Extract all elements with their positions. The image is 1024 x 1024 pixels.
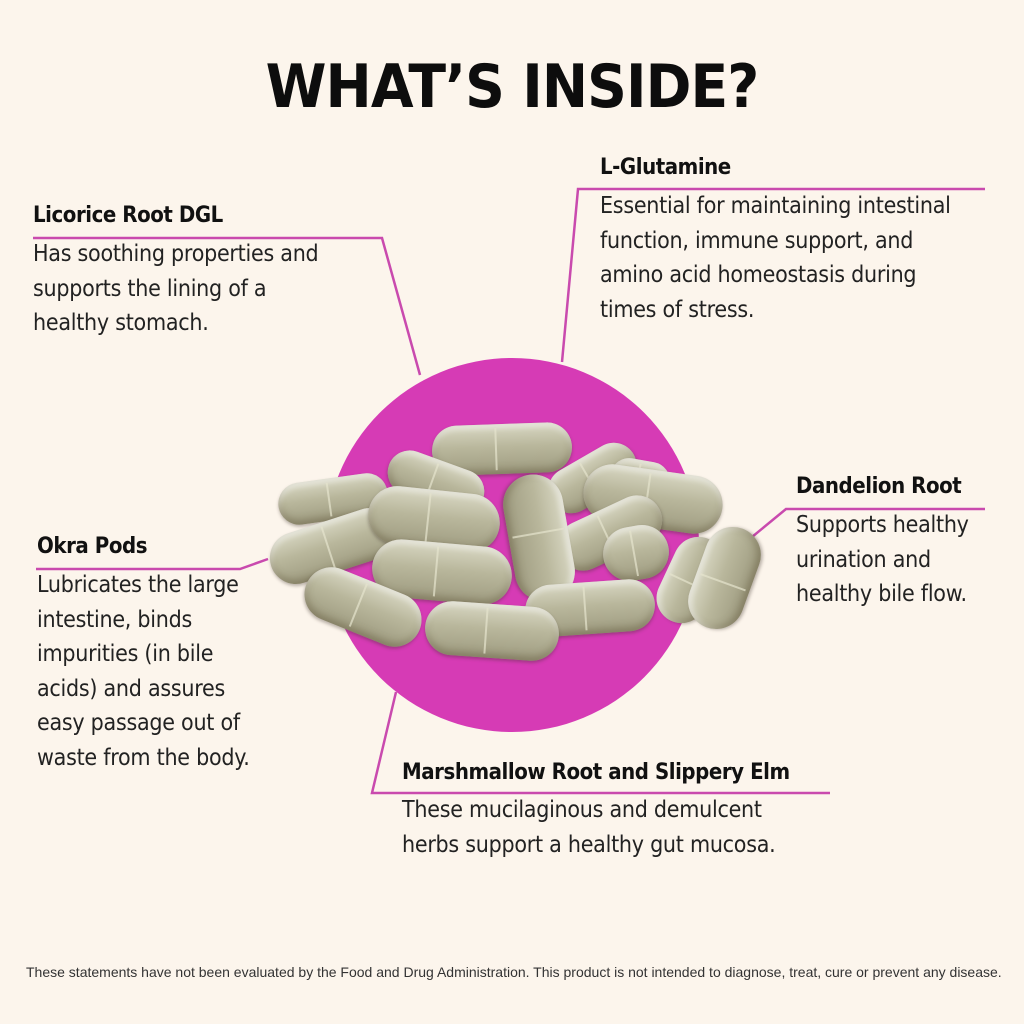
ingredient-name: L-Glutamine — [600, 155, 731, 180]
glutamine-connector — [560, 187, 985, 363]
ingredient-description: Supports healthy urination and healthy b… — [796, 512, 969, 607]
ingredient-name: Dandelion Root — [796, 474, 962, 499]
ingredient-dandelion: Dandelion Root Supports healthy urinatio… — [796, 474, 988, 612]
ingredient-marshmallow: Marshmallow Root and Slippery Elm These … — [402, 760, 833, 862]
licorice-connector — [33, 236, 422, 376]
ingredient-licorice: Licorice Root DGL Has soothing propertie… — [33, 203, 350, 341]
page-title: WHAT’S INSIDE? — [265, 52, 760, 122]
ingredient-name: Licorice Root DGL — [33, 203, 223, 228]
ingredient-description: Essential for maintaining intestinal fun… — [600, 193, 951, 323]
ingredient-description: These mucilaginous and demulcent herbs s… — [402, 797, 776, 858]
ingredient-description: Lubricates the large intestine, binds im… — [37, 572, 250, 771]
ingredient-glutamine: L-Glutamine Essential for maintaining in… — [600, 155, 990, 327]
ingredient-description: Has soothing properties and supports the… — [33, 241, 319, 336]
marshmallow-connector — [370, 691, 830, 795]
fda-disclaimer: These statements have not been evaluated… — [26, 964, 1002, 980]
ingredient-okra: Okra Pods Lubricates the large intestine… — [37, 534, 273, 775]
ingredient-name: Okra Pods — [37, 534, 148, 559]
ingredient-name: Marshmallow Root and Slippery Elm — [402, 760, 790, 785]
dandelion-connector — [751, 507, 985, 538]
okra-connector — [36, 557, 269, 571]
